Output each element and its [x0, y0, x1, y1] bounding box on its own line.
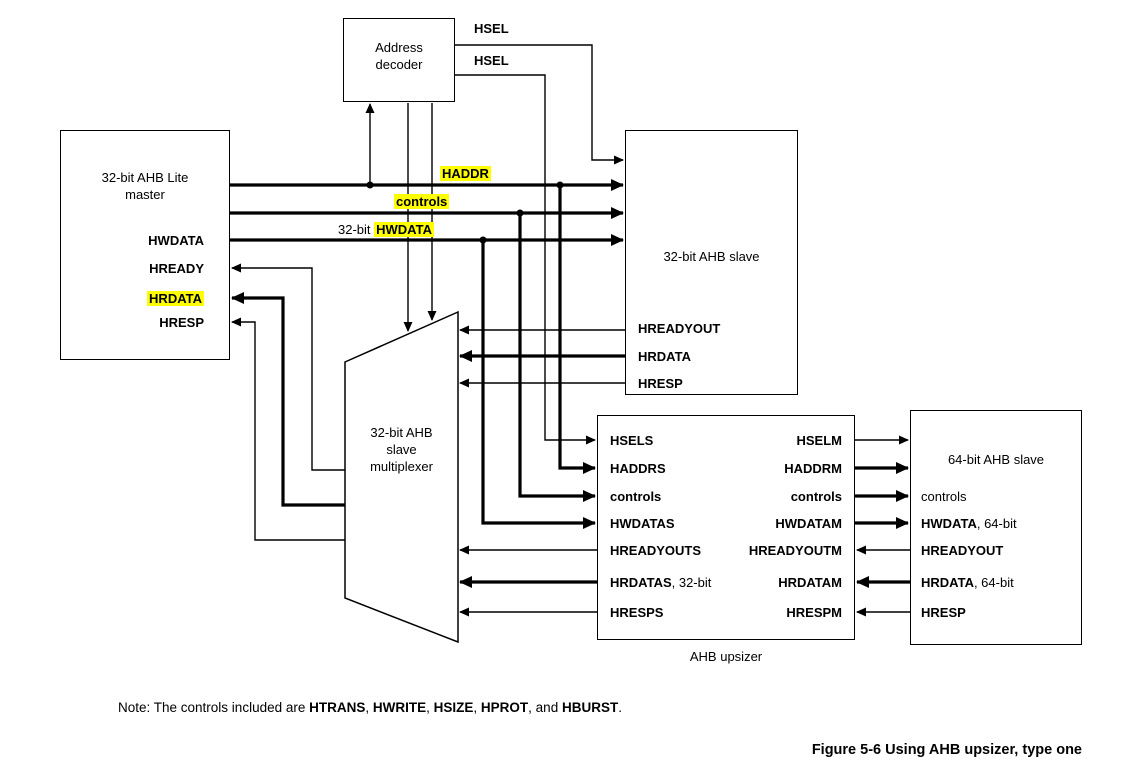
junction-controls-branch — [516, 209, 524, 217]
upsizer-port-hrdatam: HRDATAM — [778, 575, 842, 590]
wire-mux-hresp — [231, 317, 345, 541]
address-decoder-box: Address decoder — [343, 18, 455, 102]
figure-caption: Figure 5-6 Using AHB upsizer, type one — [811, 742, 1082, 758]
slave64-port-hresp: HRESP — [921, 605, 966, 620]
address-decoder-label: Address decoder — [375, 40, 423, 72]
upsizer-port-hreadyoutm: HREADYOUTM — [748, 543, 842, 558]
slave64-port-hreadyout: HREADYOUT — [921, 543, 1004, 558]
hsel-bottom-label: HSEL — [474, 53, 509, 68]
upsizer-port-hsels: HSELS — [610, 433, 654, 448]
wire-hwdatas-branch — [481, 240, 596, 529]
slave64-port-controls: controls — [921, 489, 967, 504]
junction-hwdata-branch — [479, 236, 487, 244]
slave64-box: 64-bit AHB slave controls HWDATA, 64-bit… — [910, 410, 1082, 645]
master-port-hresp: HRESP — [159, 315, 204, 330]
upsizer-port-haddrs: HADDRS — [610, 461, 666, 476]
upsizer-caption: AHB upsizer — [689, 649, 763, 664]
upsizer-port-controls: controls — [610, 489, 662, 504]
upsizer-port-hrespm: HRESPM — [786, 605, 842, 620]
slave32-box: 32-bit AHB slave HREADYOUT HRDATA HRESP — [625, 130, 798, 395]
upsizer-port-hresps: HRESPS — [610, 605, 664, 620]
slave64-title: 64-bit AHB slave — [947, 452, 1045, 467]
wire-controls-branch — [518, 213, 596, 502]
upsizer-port-haddrm: HADDRM — [784, 461, 842, 476]
slave32-title: 32-bit AHB slave — [663, 249, 760, 264]
master-port-hrdata: HRDATA — [147, 291, 204, 306]
wire-hsel-to-slave32 — [455, 44, 624, 165]
mux-label: 32-bit AHB slave multiplexer — [370, 425, 433, 474]
upsizer-port-controlsm: controls — [790, 489, 842, 504]
junction-haddr-branch — [556, 181, 564, 189]
note-text: Note: The controls included are HTRANS, … — [118, 700, 622, 715]
slave64-port-hwdata: HWDATA, 64-bit — [921, 516, 1017, 531]
master-title: 32-bit AHB Lite master — [101, 170, 189, 202]
junction-haddr-decoder — [366, 181, 374, 189]
slave32-port-hreadyout: HREADYOUT — [638, 321, 721, 336]
wire-hsel-to-upsizer-hsels — [455, 74, 596, 445]
master-box: 32-bit AHB Lite master HWDATA HREADY HRD… — [60, 130, 230, 360]
wire-haddrs-branch — [558, 185, 596, 474]
upsizer-port-hselm: HSELM — [796, 433, 843, 448]
controls-label: controls — [394, 194, 450, 209]
upsizer-port-hwdatas: HWDATAS — [610, 516, 675, 531]
hwdata-label: 32-bit HWDATA — [338, 222, 434, 237]
hsel-top-label: HSEL — [474, 21, 509, 36]
mux-shape — [344, 310, 459, 644]
wire-mux-hready — [231, 263, 345, 471]
slave32-port-hresp: HRESP — [638, 376, 683, 391]
master-port-hready: HREADY — [149, 261, 204, 276]
wire-mux-hrdata — [231, 292, 345, 507]
master-port-hwdata: HWDATA — [148, 233, 204, 248]
upsizer-port-hreadyouts: HREADYOUTS — [610, 543, 702, 558]
upsizer-port-hwdatam: HWDATAM — [775, 516, 842, 531]
upsizer-port-hrdatas: HRDATAS, 32-bit — [610, 575, 712, 590]
upsizer-box: HSELS HADDRS controls HWDATAS HREADYOUTS… — [597, 415, 855, 640]
slave32-port-hrdata: HRDATA — [638, 349, 691, 364]
slave64-port-hrdata: HRDATA, 64-bit — [921, 575, 1014, 590]
haddr-label: HADDR — [440, 166, 491, 181]
